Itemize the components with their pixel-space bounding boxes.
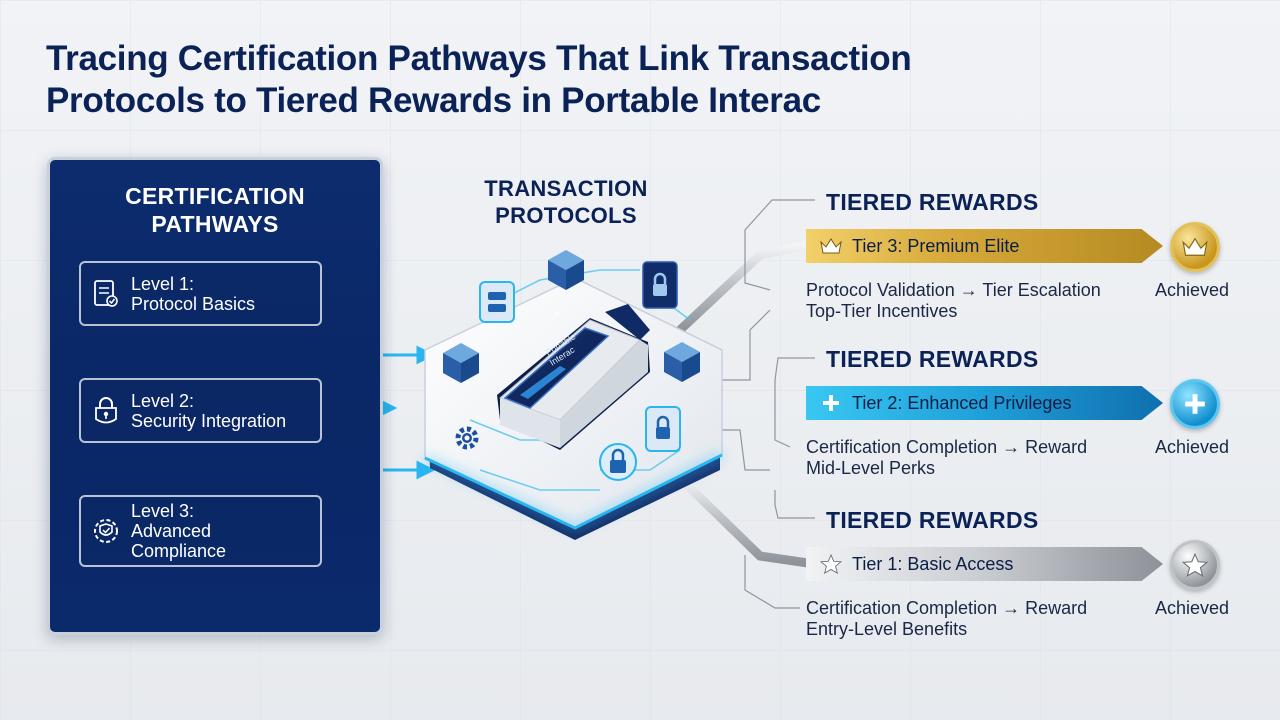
tier-1-ribbon[interactable]: Tier 1: Basic Access [806, 547, 1163, 581]
level-1-title: Protocol Basics [131, 293, 256, 314]
floating-chip-cubes [443, 250, 700, 383]
star-icon [1182, 553, 1208, 577]
tier-1-description: Certification Completion → Reward Entry-… [806, 598, 1087, 640]
tier-2-desc-line-1: Certification Completion → Reward [806, 437, 1088, 457]
checklist-icon [81, 263, 131, 324]
tier-2-description: Certification Completion → Reward Mid-Le… [806, 437, 1087, 479]
tier-3-heading: TIERED REWARDS [826, 189, 1039, 215]
tier-2-label: Tier 2: Enhanced Privileges [852, 392, 1072, 413]
card-tile-icon [479, 281, 515, 323]
tier-pipes [675, 240, 813, 568]
tier-3-ribbon[interactable]: Tier 3: Premium Elite [806, 229, 1163, 263]
plus-icon [818, 394, 844, 412]
panel-title-line-1: CERTIFICATION [125, 183, 305, 209]
tier-3-label: Tier 3: Premium Elite [852, 235, 1020, 256]
level-3-text: Level 3: Advanced Compliance [131, 501, 226, 561]
level-1-card[interactable]: Level 1: Protocol Basics [79, 261, 322, 326]
level-1-number: Level 1: [131, 273, 195, 294]
level-3-card[interactable]: Level 3: Advanced Compliance [79, 495, 322, 567]
tier-3-medal [1170, 222, 1220, 272]
tier-3-description: Protocol Validation → Tier Escalation To… [806, 280, 1101, 322]
panel-title: CERTIFICATION PATHWAYS [50, 182, 380, 238]
tier-1-heading: TIERED REWARDS [826, 507, 1039, 533]
level-3-number: Level 3: [131, 501, 195, 521]
plus-icon [1185, 394, 1205, 414]
tier-3-status: Achieved [1155, 280, 1230, 300]
panel-title-line-2: PATHWAYS [151, 211, 279, 237]
tier-1-status: Achieved [1155, 598, 1230, 618]
center-title-line-2: PROTOCOLS [495, 203, 637, 228]
level-2-text: Level 2: Security Integration [131, 391, 286, 431]
page-title: Tracing Certification Pathways That Link… [46, 38, 1046, 122]
level-2-title: Security Integration [131, 410, 287, 431]
level-1-text: Level 1: Protocol Basics [131, 274, 255, 314]
tier-1-label: Tier 1: Basic Access [852, 553, 1014, 574]
center-title-line-1: TRANSACTION [484, 176, 648, 201]
padlock-icon [81, 380, 131, 441]
tier-2-medal [1170, 379, 1220, 429]
level-3-title-line-2: Compliance [131, 541, 227, 561]
level-3-title-line-1: Advanced [131, 521, 212, 541]
page-title-line-2: Protocols to Tiered Rewards in Portable … [46, 81, 821, 120]
tier-1-desc-line-2: Entry-Level Benefits [806, 619, 968, 639]
star-icon [818, 554, 844, 574]
page-title-line-1: Tracing Certification Pathways That Link… [46, 39, 912, 78]
shield-lock-tile-icon [645, 406, 681, 452]
tier-2-heading: TIERED REWARDS [826, 346, 1039, 372]
gear-icon [455, 426, 479, 450]
tier-2-status: Achieved [1155, 437, 1230, 457]
gear-shield-icon [81, 497, 131, 565]
payment-terminal [497, 304, 650, 450]
tier-1-medal [1170, 540, 1220, 590]
crown-icon [1182, 237, 1208, 256]
level-2-card[interactable]: Level 2: Security Integration [79, 378, 322, 443]
padlock-circle-icon [599, 443, 637, 481]
level-2-number: Level 2: [131, 390, 195, 411]
crown-icon [818, 238, 844, 254]
lock-tile-icon [642, 261, 678, 309]
tier-3-desc-line-2: Top-Tier Incentives [806, 301, 958, 321]
bracket-lines [720, 199, 815, 609]
tier-2-ribbon[interactable]: Tier 2: Enhanced Privileges [806, 386, 1163, 420]
tier-1-desc-line-1: Certification Completion → Reward [806, 598, 1088, 618]
tier-3-desc-line-1: Protocol Validation → Tier Escalation [806, 280, 1101, 300]
transaction-protocols-title: TRANSACTION PROTOCOLS [446, 175, 686, 229]
tier-2-desc-line-2: Mid-Level Perks [806, 458, 936, 478]
certification-pathways-panel: CERTIFICATION PATHWAYS Level 1: Protocol… [47, 157, 383, 635]
